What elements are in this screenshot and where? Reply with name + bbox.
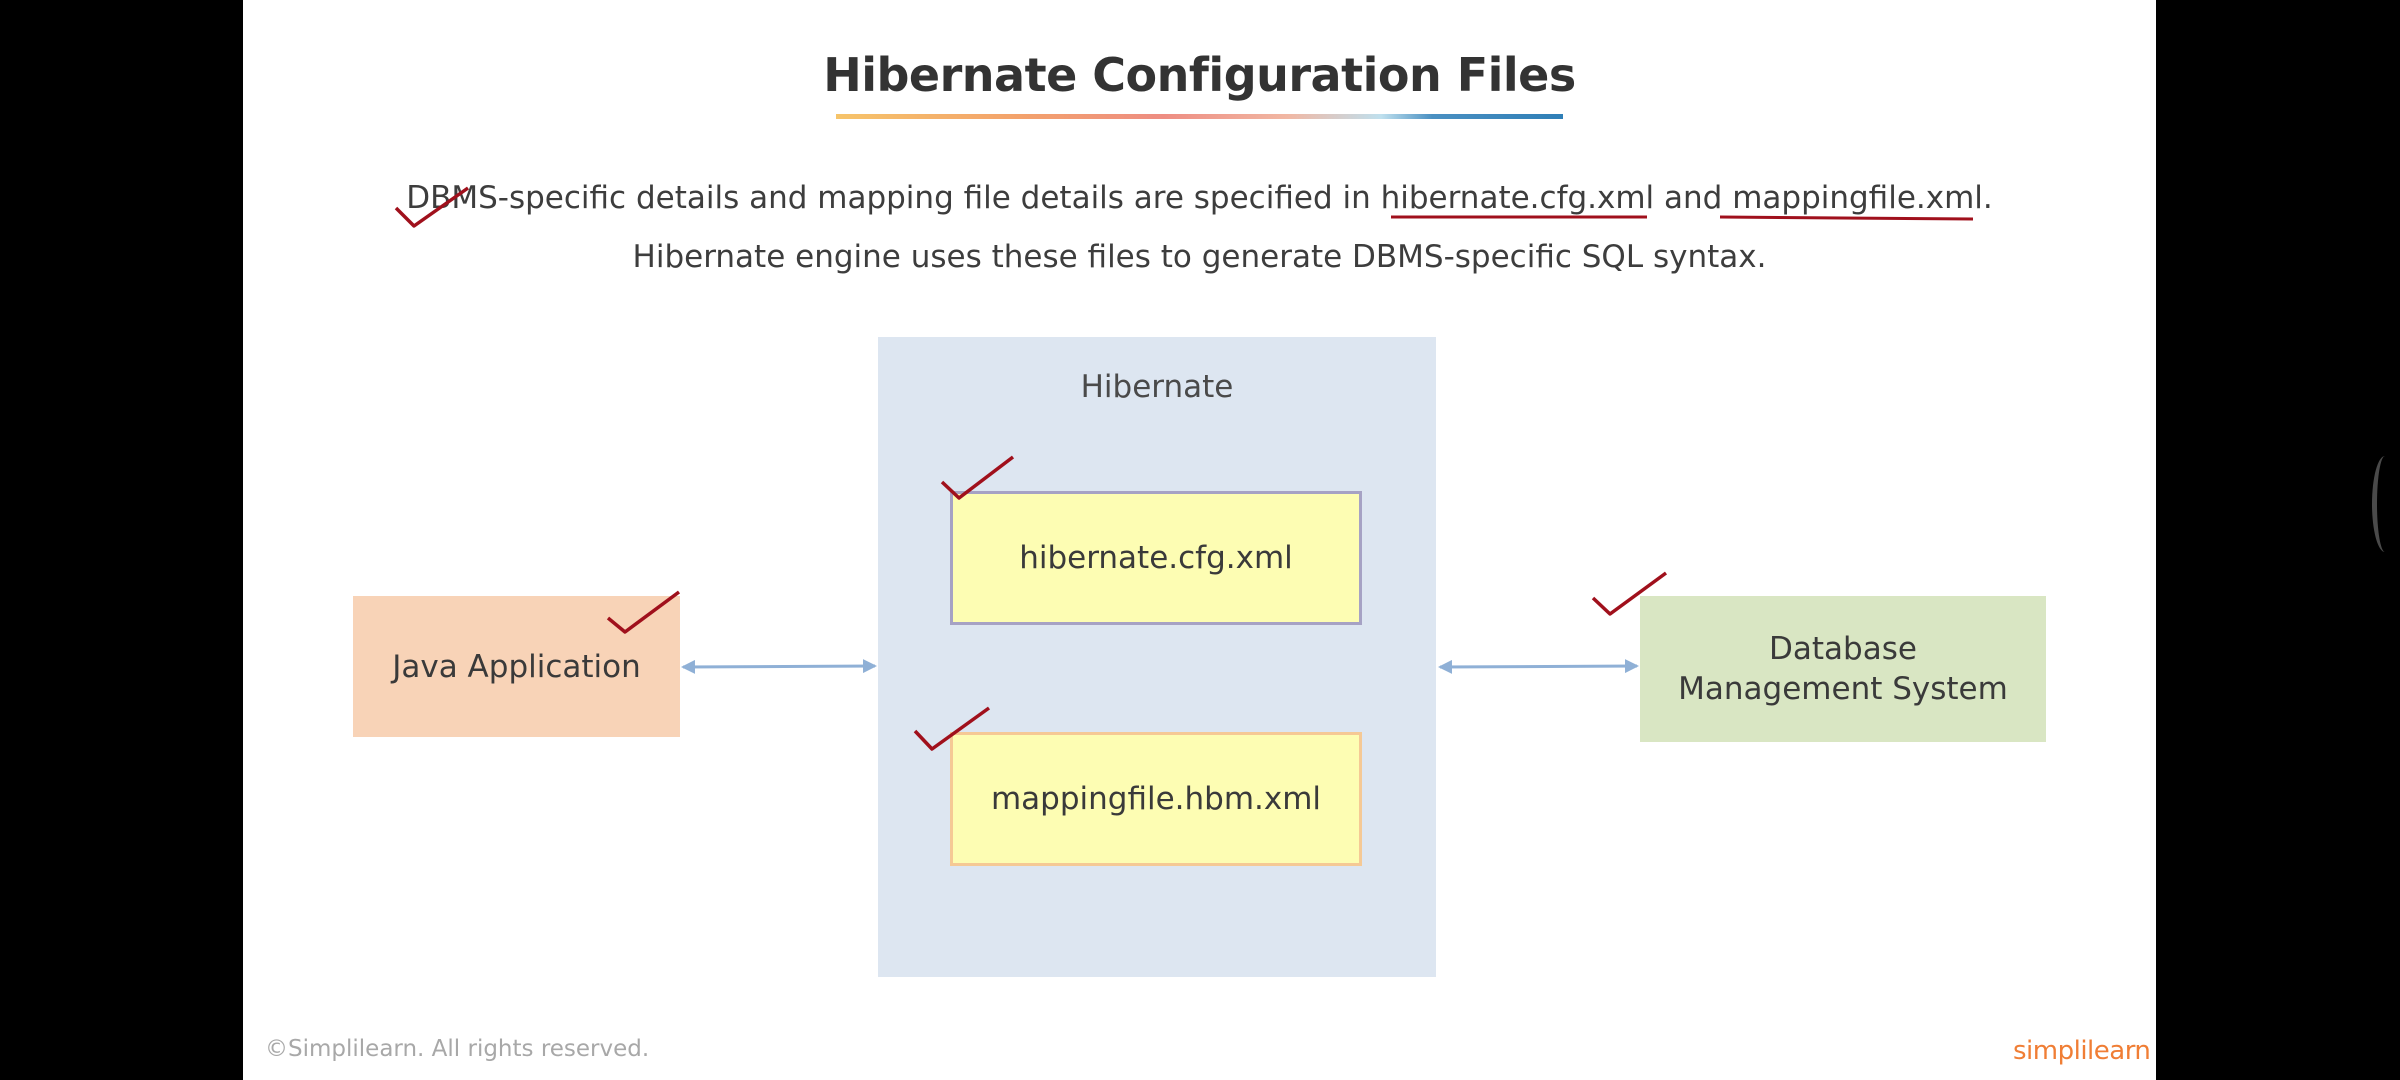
title-underline <box>836 114 1563 119</box>
arrow-java-hibernate <box>681 659 877 674</box>
hibernate-container: Hibernate hibernate.cfg.xml mappingfile.… <box>878 337 1436 977</box>
description-line-2: Hibernate engine uses these files to gen… <box>632 239 1767 275</box>
arrow-hibernate-dbms <box>1438 659 1639 674</box>
simplilearn-logo: simplilearn <box>2013 1036 2151 1066</box>
check-mark-description <box>394 186 470 228</box>
slide-title: Hibernate Configuration Files <box>823 48 1576 102</box>
underline-mappingfile <box>1719 215 1974 221</box>
cfg-file-label: hibernate.cfg.xml <box>1019 540 1293 576</box>
presentation-slide: Hibernate Configuration Files DBMS-speci… <box>243 0 2156 1080</box>
dbms-box: Database Management System <box>1640 596 2046 742</box>
left-letterbox <box>0 0 243 1080</box>
check-mark-cfg <box>940 455 1015 500</box>
dbms-label: Database Management System <box>1678 631 2008 707</box>
mapping-file-label: mappingfile.hbm.xml <box>990 781 1322 817</box>
hibernate-label: Hibernate <box>1080 369 1234 405</box>
check-mark-dbms <box>1591 571 1668 616</box>
check-mark-java <box>606 590 681 634</box>
brand-text: simplilearn <box>2013 1036 2151 1066</box>
rotate-screen-icon[interactable] <box>2372 456 2398 552</box>
description-line-1: DBMS-specific details and mapping file d… <box>406 180 1993 216</box>
check-mark-mapping <box>913 706 991 751</box>
java-application-label: Java Application <box>392 648 641 685</box>
java-application-box: Java Application <box>353 596 680 737</box>
right-letterbox <box>2156 0 2400 1080</box>
hibernate-cfg-xml-box: hibernate.cfg.xml <box>950 491 1362 625</box>
mapping-file-box: mappingfile.hbm.xml <box>950 732 1362 866</box>
annotation-overlay <box>394 186 1974 751</box>
copyright-footer: ©Simplilearn. All rights reserved. <box>265 1036 650 1062</box>
